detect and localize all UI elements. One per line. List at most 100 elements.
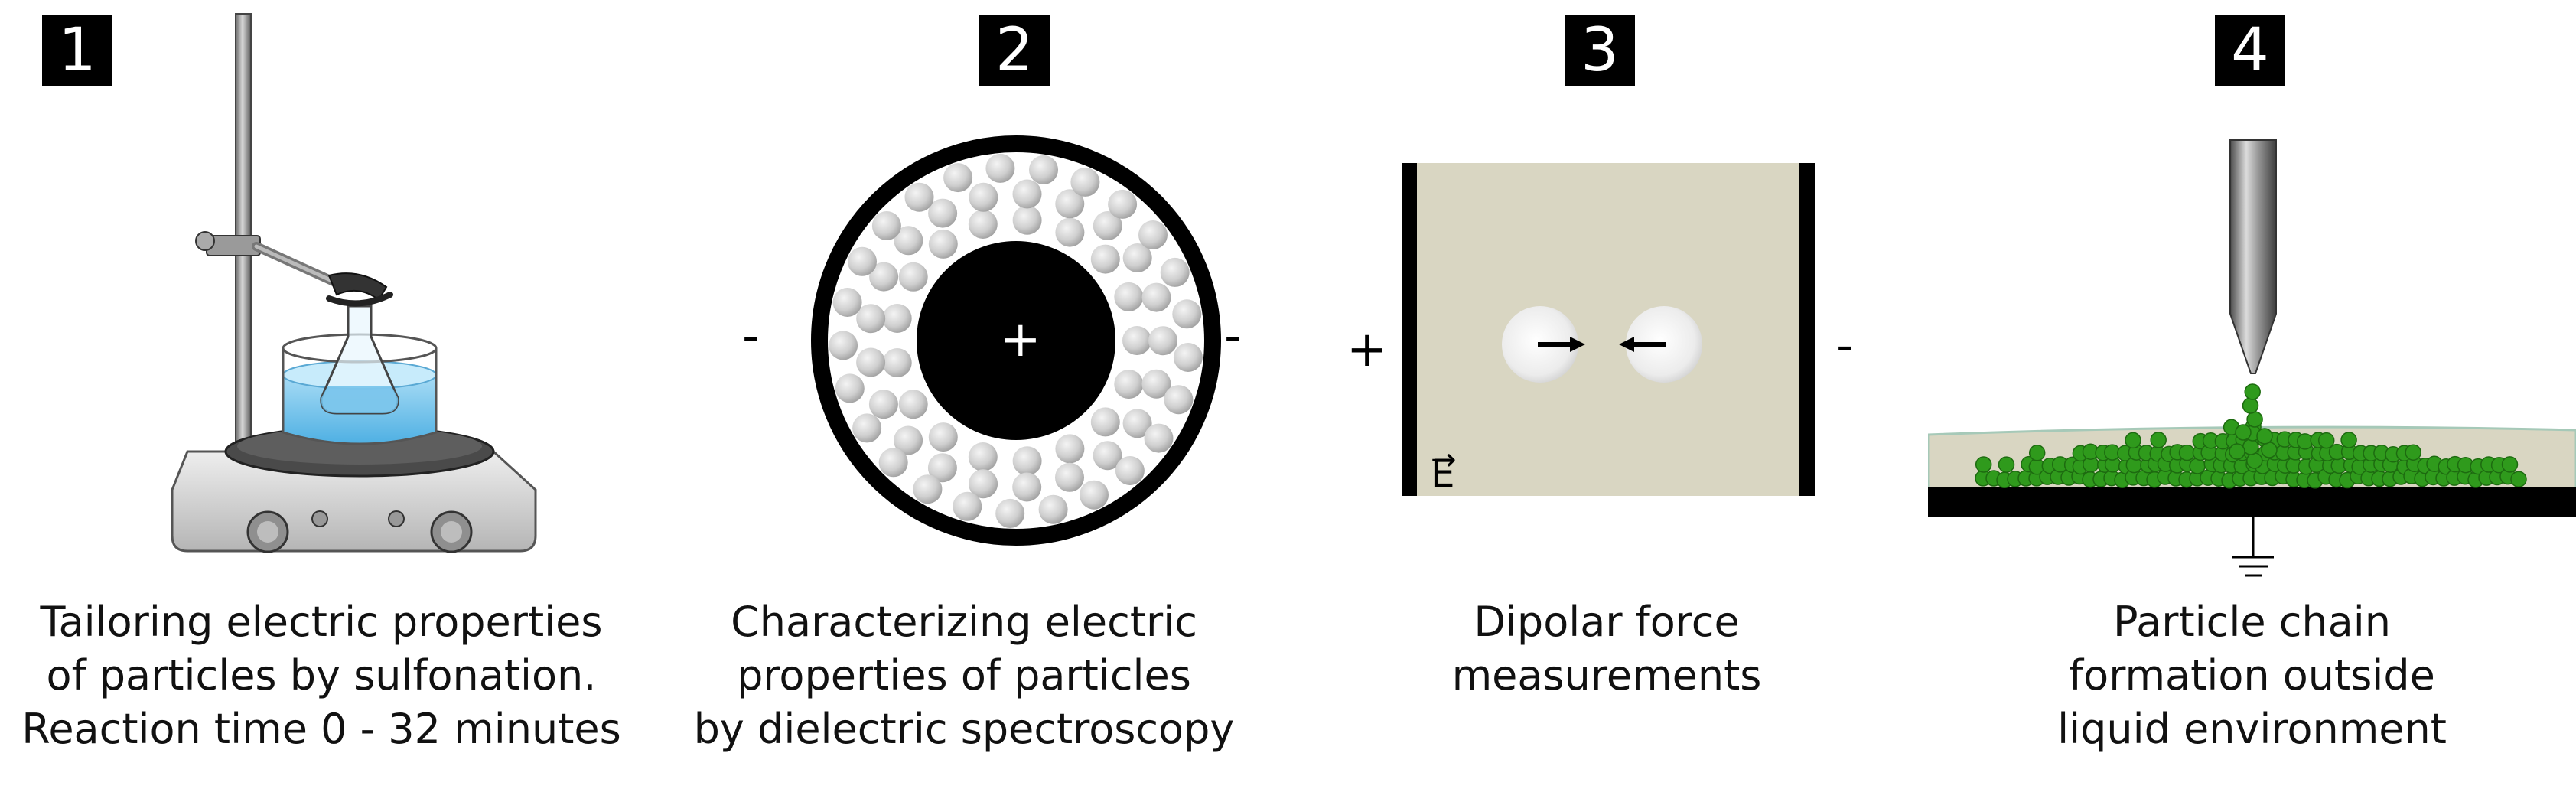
negative-sign-right: - <box>1224 308 1242 365</box>
particle-sphere <box>882 348 912 377</box>
particle-sphere <box>829 331 858 360</box>
green-particle <box>2510 471 2527 487</box>
needle-electrode <box>2229 139 2277 374</box>
particle-sphere <box>894 226 923 256</box>
particle-sphere <box>1090 407 1120 437</box>
particle-sphere <box>1160 257 1190 287</box>
particle-sphere <box>1012 446 1042 476</box>
green-particle <box>2501 456 2519 473</box>
particle-sphere <box>928 229 958 259</box>
particle-sphere <box>1093 441 1122 471</box>
particle-sphere <box>1173 343 1203 372</box>
particle-sphere <box>882 304 912 333</box>
step-number-badge: 1 <box>42 15 112 86</box>
particle-sphere <box>953 491 982 521</box>
particle-sphere <box>1114 370 1144 399</box>
ground-symbol-icon <box>2232 517 2274 577</box>
particle-sphere <box>928 422 958 452</box>
step-caption: Tailoring electric properties of particl… <box>0 595 643 756</box>
electric-field-label: → E <box>1431 442 1457 496</box>
particle-sphere <box>1148 326 1177 356</box>
particle-sphere <box>969 469 998 499</box>
panel-step-2: 2 - + - Characterizing electric properti… <box>643 0 1285 802</box>
particle-sphere <box>1108 189 1138 219</box>
caption-line: Dipolar force <box>1474 598 1740 646</box>
positive-sign-center: + <box>1000 311 1041 368</box>
green-particle <box>2246 452 2263 469</box>
particle-sphere <box>894 425 923 455</box>
particle-sphere <box>1141 369 1171 399</box>
green-particle <box>2178 444 2196 461</box>
force-arrow-right-icon <box>1538 337 1585 352</box>
particle-sphere <box>848 246 877 276</box>
particle-sphere <box>1164 385 1194 415</box>
clamp-jaws <box>327 272 388 302</box>
particle-sphere <box>943 163 973 193</box>
particle-sphere <box>1093 211 1122 240</box>
chain-formation-illustration <box>1928 139 2576 577</box>
step-caption: Dipolar force measurements <box>1285 595 1928 703</box>
step-number-badge: 2 <box>979 15 1050 86</box>
caption-line: of particles by sulfonation. <box>46 651 597 699</box>
green-particle <box>2242 438 2259 455</box>
particle-sphere <box>927 453 957 483</box>
green-particle <box>2256 428 2273 445</box>
green-particle <box>2028 445 2046 461</box>
hotplate-stirrer-illustration <box>171 13 537 553</box>
fluid-chamber <box>1402 163 1815 496</box>
particle-sphere <box>1122 409 1152 438</box>
negative-sign-left: - <box>742 308 760 365</box>
particle-sphere <box>835 373 865 403</box>
particle-sphere <box>1122 326 1151 355</box>
green-particle <box>2242 397 2259 414</box>
vector-arrow-icon: → <box>1431 442 1457 478</box>
panel-step-1: 1 <box>0 0 643 802</box>
green-particle <box>1975 456 1992 473</box>
particle-sphere <box>832 288 862 317</box>
particle-sphere <box>898 390 928 419</box>
green-particle <box>2317 432 2335 449</box>
green-particle <box>2405 444 2421 461</box>
caption-line: measurements <box>1451 651 1762 699</box>
negative-electrode <box>1799 163 1815 496</box>
particle-sphere <box>1055 189 1085 219</box>
particle-sphere <box>1144 423 1174 453</box>
particle-sphere <box>1038 494 1068 524</box>
force-arrow-left-icon <box>1619 337 1666 352</box>
particle-sphere <box>1114 282 1144 311</box>
field-symbol: E <box>1431 452 1455 496</box>
dipolar-force-illustration <box>1402 163 1815 496</box>
green-particle <box>2340 432 2357 448</box>
particle-sphere <box>928 198 958 228</box>
particle-sphere <box>1070 167 1100 197</box>
step-number-badge: 4 <box>2215 15 2285 86</box>
positive-electrode <box>1402 163 1417 496</box>
panel-step-3: 3 + - → E Dipolar force measurements <box>1285 0 1928 802</box>
negative-sign: - <box>1836 318 1855 374</box>
green-particle <box>2261 442 2278 458</box>
caption-line: formation outside <box>2069 651 2435 699</box>
caption-line: Tailoring electric properties <box>40 598 603 646</box>
particle-sphere <box>1115 456 1145 485</box>
particle-sphere <box>1055 217 1085 247</box>
caption-line: liquid environment <box>2057 705 2447 753</box>
particle-sphere <box>904 182 934 212</box>
particle-sphere <box>995 498 1025 528</box>
green-particle <box>2246 411 2263 428</box>
particle-sphere <box>985 153 1015 183</box>
step-number-badge: 3 <box>1565 15 1635 86</box>
green-particle <box>2244 383 2261 400</box>
particle-sphere <box>869 262 899 292</box>
particle-sphere <box>913 474 943 504</box>
step-caption: Characterizing electric properties of pa… <box>643 595 1285 756</box>
particle-sphere <box>1141 282 1171 312</box>
green-particle <box>1998 456 2015 473</box>
particle-sphere <box>1012 179 1042 209</box>
particle-sphere <box>1090 244 1120 274</box>
panel-step-4: 4 Particle chain formation outside liqui… <box>1928 0 2576 802</box>
particle-chain <box>1975 383 2527 489</box>
green-particle <box>2229 443 2245 460</box>
positive-sign: + <box>1347 321 1388 378</box>
caption-line: by dielectric spectroscopy <box>693 705 1235 753</box>
particle-sphere <box>1012 205 1042 235</box>
